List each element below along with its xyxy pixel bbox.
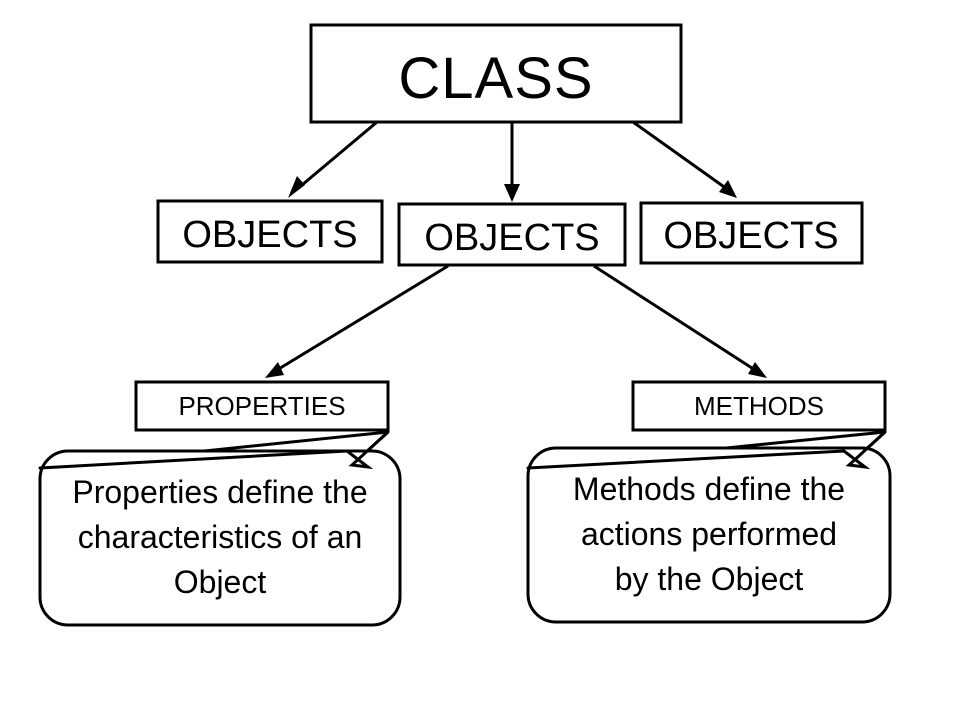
callout-properties-line-3: Object xyxy=(174,564,267,600)
objects-node-1-box xyxy=(156,199,384,264)
methods-node-box xyxy=(631,380,887,432)
callout-methods-tail-strokes xyxy=(527,430,887,470)
callout-methods-line-2: actions performed xyxy=(581,516,837,552)
arrow-head-methods xyxy=(748,362,767,378)
arrow-head-middle xyxy=(504,184,520,202)
connector-objects-to-methods xyxy=(593,264,767,378)
class-node[interactable]: CLASS xyxy=(309,23,683,124)
callout-methods[interactable]: Methods define the actions performed by … xyxy=(526,430,892,624)
properties-node-box xyxy=(134,380,390,432)
arrow-head-left xyxy=(288,176,305,198)
objects-node-2-label: OBJECTS xyxy=(424,217,599,259)
callout-methods-line-1: Methods define the xyxy=(573,471,845,507)
callout-properties-line-1: Properties define the xyxy=(72,474,367,510)
objects-node-1-label: OBJECTS xyxy=(182,214,357,256)
methods-node[interactable]: METHODS xyxy=(631,380,887,432)
objects-node-3[interactable]: OBJECTS xyxy=(639,201,864,265)
callout-properties-tail-strokes xyxy=(39,430,390,470)
connector-objects-to-properties xyxy=(265,264,449,378)
properties-node-label: PROPERTIES xyxy=(178,391,345,421)
callout-properties-line-2: characteristics of an xyxy=(78,519,363,555)
callout-methods-line-3: by the Object xyxy=(615,561,804,597)
class-node-label: CLASS xyxy=(398,46,593,111)
connector-class-to-objects-left xyxy=(288,120,378,198)
objects-node-3-label: OBJECTS xyxy=(663,215,838,257)
class-node-box xyxy=(309,23,683,124)
callout-properties[interactable]: Properties define the characteristics of… xyxy=(38,430,402,627)
methods-node-label: METHODS xyxy=(694,391,824,421)
objects-node-2[interactable]: OBJECTS xyxy=(397,202,627,267)
properties-node[interactable]: PROPERTIES xyxy=(134,380,390,432)
connector-class-to-objects-right xyxy=(632,120,737,198)
connector-class-to-objects-middle xyxy=(504,122,520,202)
arrow-head-right xyxy=(719,180,737,198)
objects-node-2-box xyxy=(397,202,627,267)
objects-node-3-box xyxy=(639,201,864,265)
callout-methods-body xyxy=(526,446,892,624)
objects-node-1[interactable]: OBJECTS xyxy=(156,199,384,264)
arrow-head-properties xyxy=(265,362,284,378)
